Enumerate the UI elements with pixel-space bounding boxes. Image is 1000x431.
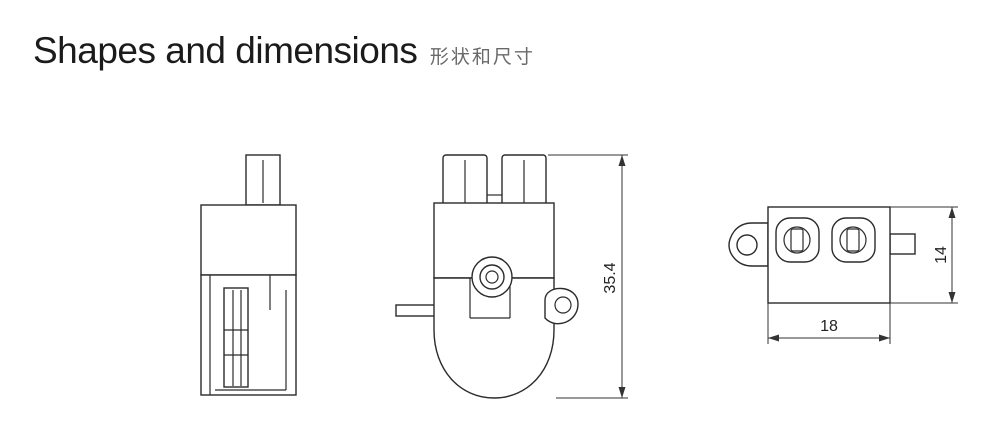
front-view: 35.4 [395,154,628,399]
header: Shapes and dimensions 形状和尺寸 [33,30,535,72]
depth-dimension: 14 [933,246,950,264]
top-view: 14 18 [728,206,958,344]
page-title: Shapes and dimensions [33,30,418,71]
width-dimension: 18 [820,318,838,335]
page-subtitle: 形状和尺寸 [429,46,535,68]
side-view [200,154,297,396]
height-dimension: 35.4 [602,262,619,293]
